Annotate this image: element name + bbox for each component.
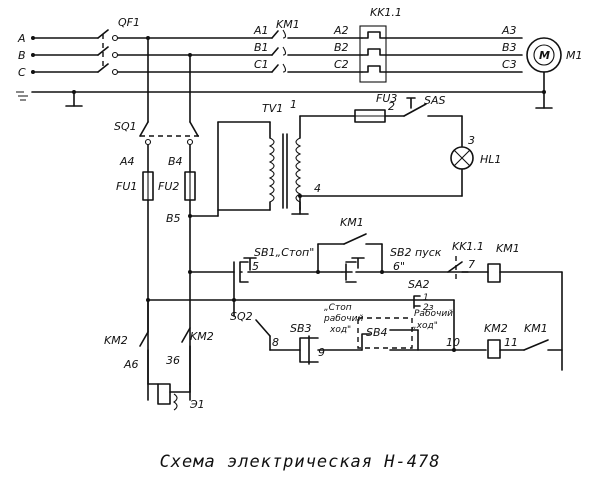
sb3-label: SB3: [290, 322, 312, 335]
stop-return-label-2: рабочий: [323, 314, 363, 324]
node-6-label: 6": [393, 260, 405, 273]
node-1-label: 1: [290, 98, 297, 111]
control-km1-rung: SB1„Стоп" 5 KM1 SB2 пуск 6" KK1.1 7 KM1: [188, 215, 563, 401]
bus-label-a: A: [17, 32, 26, 45]
b5-label: B5: [166, 212, 181, 225]
work-label-1: Рабочий: [414, 309, 453, 319]
fu2-label: FU2: [158, 180, 179, 193]
a1-label: A1: [253, 24, 269, 37]
node-10-label: 10: [446, 336, 460, 349]
km1-coil-symbol: [487, 263, 501, 283]
km1-coil-label: KM1: [496, 242, 520, 255]
stop-return-label-1: „Стоп: [324, 303, 352, 313]
node-4-label: 4: [314, 182, 321, 195]
a6-label: A6: [123, 358, 139, 371]
c3-label: C3: [502, 58, 517, 71]
sa2-label: SA2: [408, 278, 430, 291]
bus-label-c: C: [18, 66, 26, 79]
e1-element-symbol: [157, 383, 171, 405]
qf1-label: QF1: [118, 16, 140, 29]
a4-label: A4: [119, 155, 135, 168]
tv1-label: TV1: [262, 102, 283, 115]
fu3-label: FU3: [376, 92, 397, 105]
bus-label-b: B: [18, 49, 26, 62]
a2-label: A2: [333, 24, 349, 37]
node-8-label: 8: [272, 336, 279, 349]
motor-m1-label: M1: [566, 49, 583, 62]
sb1-label: SB1„Стоп": [254, 246, 314, 259]
sb2-label: SB2 пуск: [390, 246, 442, 259]
km1-interlock-label: KM1: [524, 322, 548, 335]
node-2-label: 2: [388, 100, 395, 113]
km2-contact-b-label: KM2: [190, 330, 214, 343]
a3-label: A3: [501, 24, 517, 37]
motor-m-label: M: [539, 49, 550, 62]
e1-label: Э1: [189, 398, 205, 411]
node-36-label: 36: [166, 354, 180, 367]
node-9-label: 9: [318, 346, 325, 359]
b4-label: B4: [168, 155, 183, 168]
km1-seal-label: KM1: [340, 216, 364, 229]
kk11-ctrl-label: KK1.1: [452, 240, 484, 253]
sas-label: SAS: [424, 94, 446, 107]
hl1-label: HL1: [480, 153, 501, 166]
sq1-label: SQ1: [114, 120, 137, 133]
node-7-label: 7: [468, 258, 475, 271]
bottom-km2-section: KM2 A6 KM2 36 Э1: [104, 298, 235, 411]
kk11-label: KK1.1: [370, 6, 402, 19]
node-5-label: 5: [252, 260, 259, 273]
km1-main-label: KM1: [276, 18, 300, 31]
node-11-label: 11: [504, 336, 518, 349]
phase-buses: A B C QF1 A1 B1 C1 KM1 A2 B2 C2: [16, 6, 583, 109]
work-label-2: „ход": [412, 321, 438, 331]
b2-label: B2: [334, 41, 349, 54]
stop-return-label-3: ход": [329, 325, 351, 335]
b3-label: B3: [502, 41, 517, 54]
km2-coil-label: KM2: [484, 322, 508, 335]
c1-label: C1: [254, 58, 269, 71]
control-supply: SQ1 A4 B4 FU1 FU2 B5 TV1 1: [114, 36, 501, 401]
b1-label: B1: [254, 41, 269, 54]
control-km2-rung: SA2 1 2з SQ2 8 SB3 9 „Стоп рабочий ход" …: [230, 271, 563, 365]
sq2-label: SQ2: [230, 310, 253, 323]
km2-coil-symbol: [487, 339, 501, 359]
km2-contact-a-label: KM2: [104, 334, 128, 347]
node-3-label: 3: [468, 134, 475, 147]
sb4-label: SB4: [366, 326, 388, 339]
sa2-pos23-label: 2з: [423, 303, 434, 313]
fu1-label: FU1: [116, 180, 137, 193]
diagram-caption: Схема электрическая Н-478: [159, 452, 441, 472]
sa2-pos1-label: 1: [423, 293, 429, 303]
c2-label: C2: [334, 58, 349, 71]
